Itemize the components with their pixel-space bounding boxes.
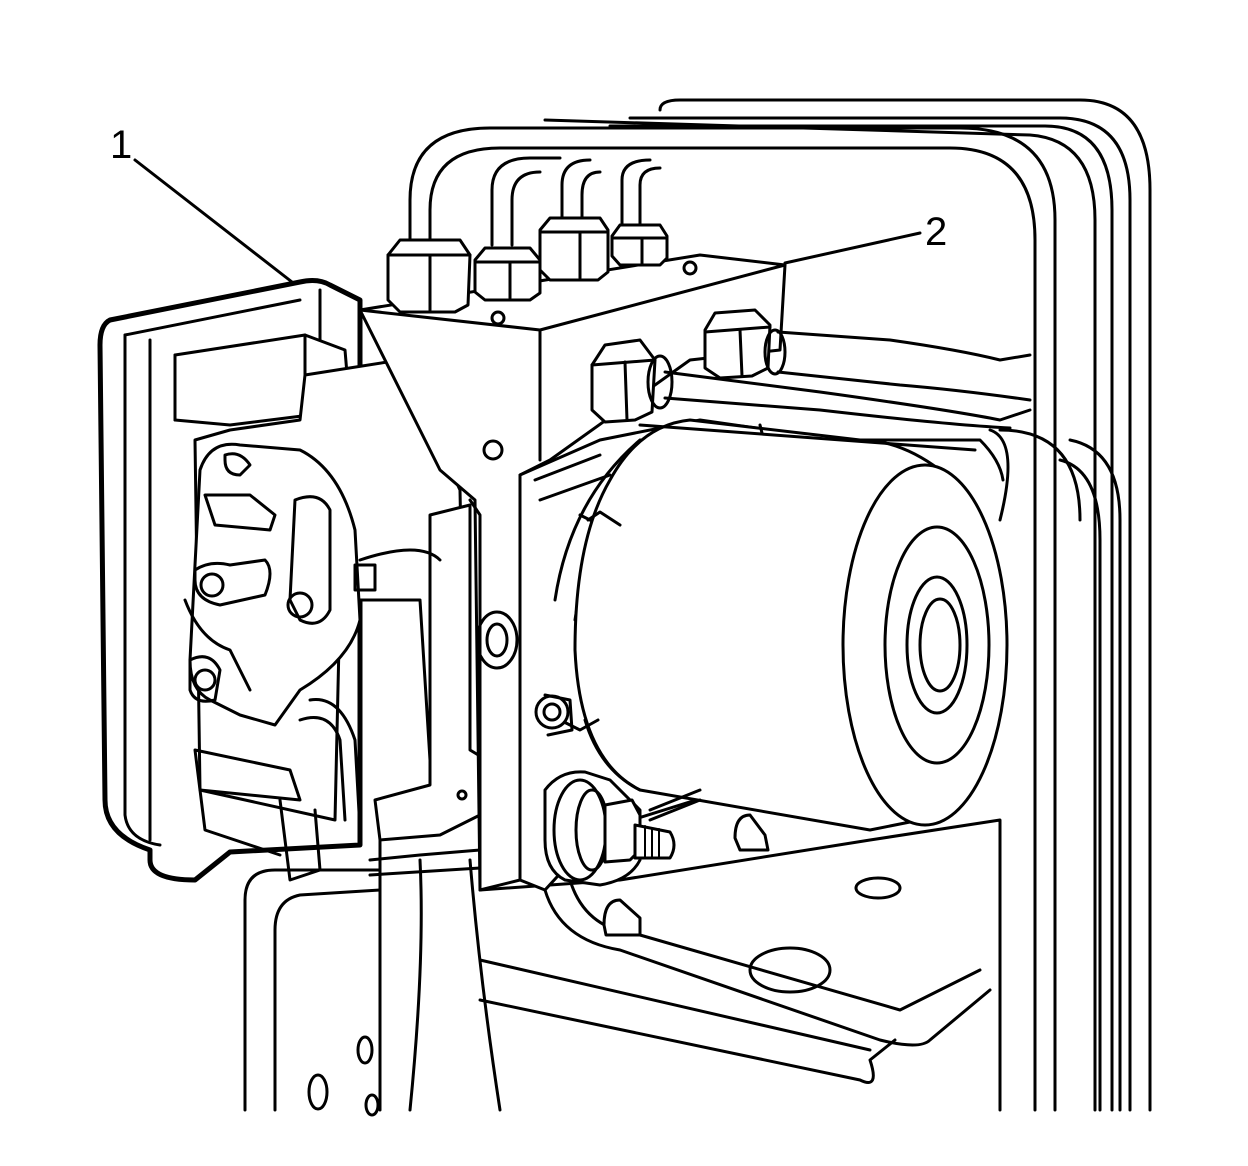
brake-pipes bbox=[408, 126, 1057, 1112]
callout-2-leader-line bbox=[783, 231, 922, 265]
ebcm-module bbox=[97, 278, 497, 883]
callout-1-label: 1 bbox=[110, 123, 132, 167]
harness-strap bbox=[378, 838, 502, 1112]
callout-1: 1 bbox=[110, 123, 294, 284]
callout-2: 2 bbox=[783, 210, 947, 265]
callout-2-label: 2 bbox=[925, 210, 947, 254]
mounting-bracket-frame bbox=[543, 98, 1152, 1112]
pump-motor bbox=[534, 418, 1009, 832]
lower-bracket-plate bbox=[243, 818, 1002, 1117]
tube-nuts bbox=[386, 216, 1032, 430]
callout-1-leader-line bbox=[133, 158, 294, 284]
mount-stud bbox=[543, 770, 770, 937]
